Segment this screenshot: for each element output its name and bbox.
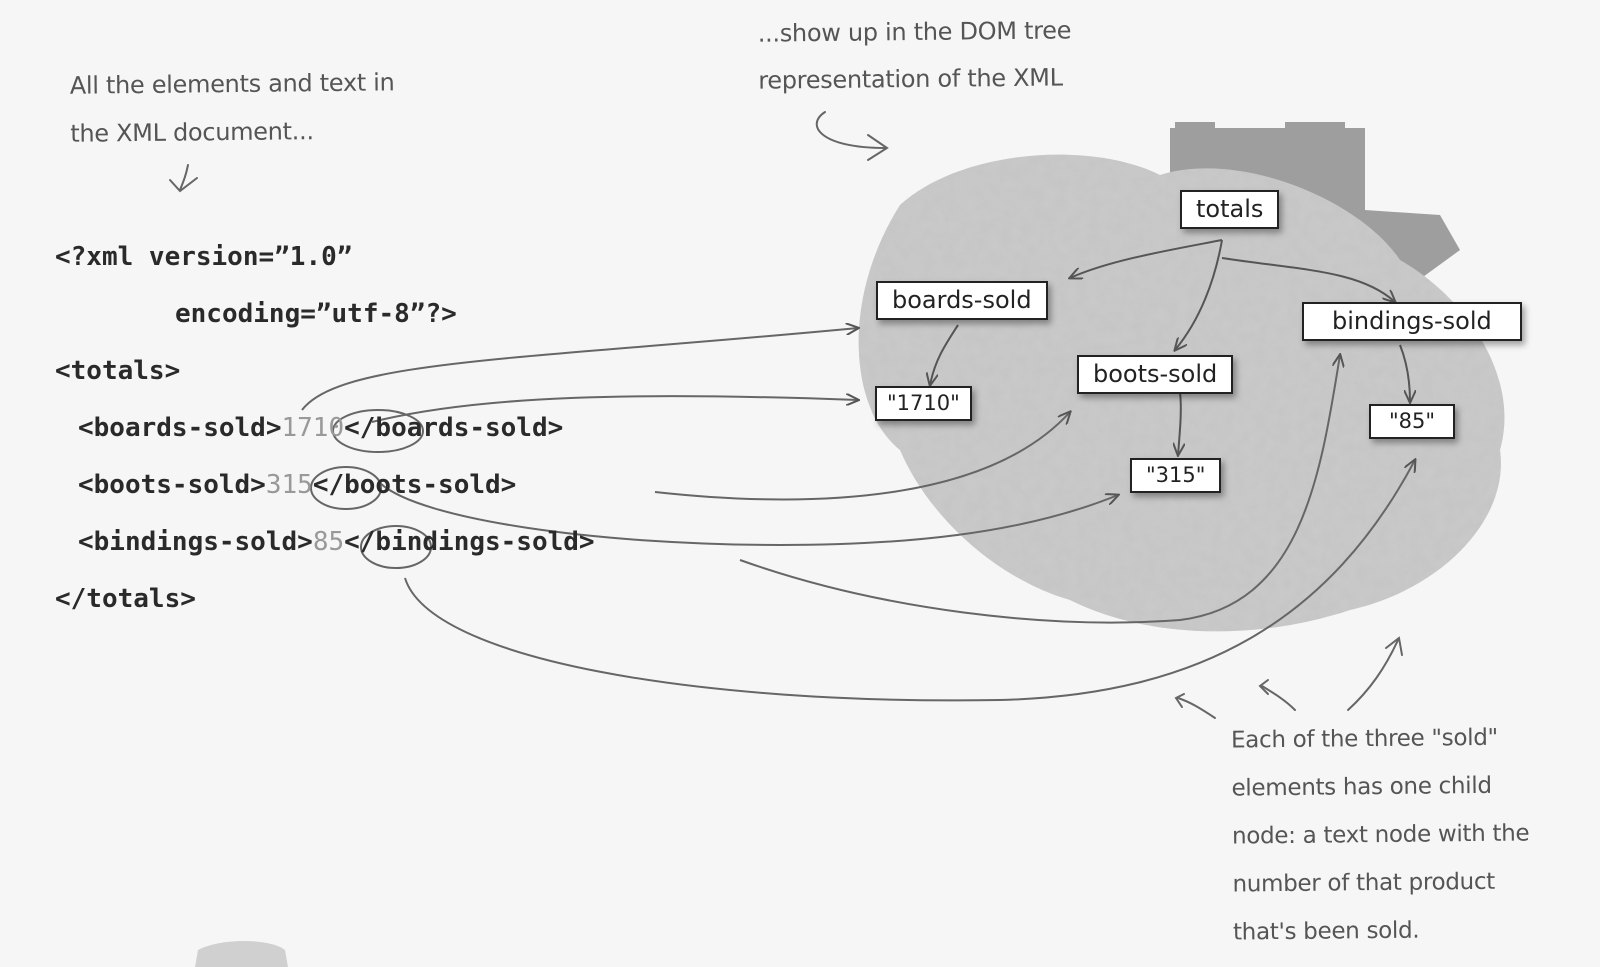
xml-tag: </boots-sold> [312, 470, 517, 500]
xml-tag: <boards-sold> [78, 413, 282, 443]
bottom-annotation-line: number of that product [1232, 868, 1496, 898]
left-annotation-line: All the elements and text in [69, 68, 395, 100]
xml-tag: </bindings-sold> [344, 527, 595, 557]
circle-85 [360, 525, 432, 569]
note-arrow-1 [1177, 697, 1216, 719]
xml-totals-close: </totals> [55, 584, 196, 614]
xml-bindings-line: <bindings-sold>85</bindings-sold> [78, 529, 595, 555]
node-text-85: "85" [1369, 404, 1456, 440]
connector-bindings-text [404, 460, 1415, 702]
node-text-1710: "1710" [875, 386, 972, 422]
node-totals: totals [1180, 190, 1280, 229]
node-boots-sold: boots-sold [1077, 355, 1234, 394]
left-annotation: All the elements and text in the XML doc… [69, 68, 396, 148]
node-bindings-sold: bindings-sold [1302, 302, 1522, 341]
connector-boards-text [371, 396, 858, 423]
xml-totals-open: <totals> [55, 356, 181, 386]
connector-boots-element [654, 412, 1070, 501]
edge-totals-boards [1070, 239, 1223, 278]
connector-boots-text [379, 482, 1118, 547]
edge-bindings-text [1399, 344, 1410, 402]
bottom-annotation-line: node: a text node with the [1231, 820, 1530, 850]
edge-totals-boots [1175, 239, 1223, 350]
xml-boards-line: <boards-sold>1710</boards-sold> [78, 415, 563, 441]
xml-tag: <bindings-sold> [78, 527, 313, 557]
down-arrow [179, 164, 189, 191]
note-arrow-2 [1261, 685, 1296, 711]
bottom-annotation-line: elements has one child [1231, 772, 1492, 802]
edge-boots-text [1178, 391, 1181, 455]
bottom-annotation-line: Each of the three "sold" [1230, 724, 1498, 754]
xml-tag: </boards-sold> [344, 413, 564, 443]
bottom-annotation: Each of the three "sold" elements has on… [1230, 724, 1531, 946]
left-annotation-line: the XML document... [70, 117, 314, 148]
xml-value: 1710 [281, 413, 345, 443]
top-annotation-line: representation of the XML [758, 63, 1063, 95]
xml-declaration-line: <?xml version=”1.0” [55, 242, 353, 272]
top-annotation-line: ...show up in the DOM tree [757, 16, 1072, 48]
bottom-annotation-line: that's been sold. [1232, 917, 1420, 946]
edge-totals-bindings [1221, 257, 1395, 302]
top-annotation: ...show up in the DOM tree representatio… [757, 16, 1072, 95]
circle-1710 [332, 409, 424, 453]
xml-value: 85 [312, 527, 345, 557]
curved-arrow [815, 111, 886, 149]
connector-boards-element [301, 328, 858, 411]
xml-value: 315 [265, 470, 313, 500]
node-text-315: "315" [1130, 458, 1222, 494]
decorative-shape [195, 941, 288, 967]
note-arrow-3 [1347, 639, 1399, 711]
node-boards-sold: boards-sold [876, 281, 1048, 320]
connector-bindings-element [739, 355, 1340, 624]
edge-boards-text [930, 324, 959, 385]
circle-315 [310, 466, 382, 510]
xml-encoding-line: encoding=”utf-8”?> [175, 299, 457, 329]
xml-boots-line: <boots-sold>315</boots-sold> [78, 472, 516, 498]
xml-tag: <boots-sold> [78, 470, 266, 500]
